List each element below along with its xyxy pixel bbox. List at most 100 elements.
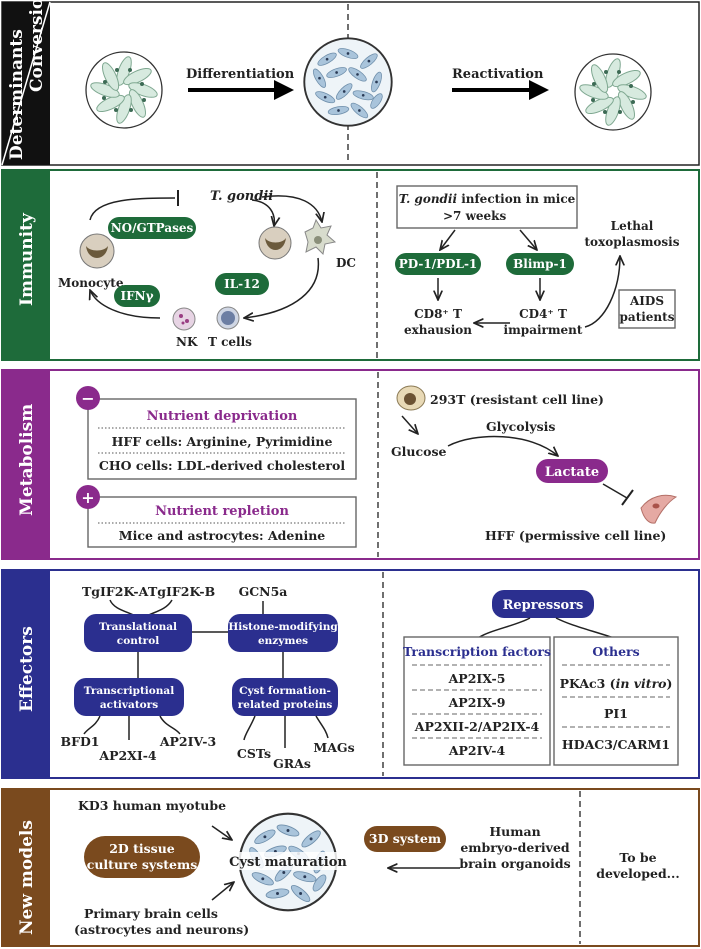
dc-label: DC bbox=[336, 256, 356, 270]
human-line3: brain organoids bbox=[459, 856, 570, 871]
nk-label: NK bbox=[176, 335, 198, 349]
arrow-tgondii-dc bbox=[261, 195, 322, 222]
minus-badge bbox=[76, 386, 100, 410]
mags-label: MAGs bbox=[313, 740, 354, 755]
metabolism-side-panel bbox=[2, 370, 50, 559]
others-item-pi1: PI1 bbox=[604, 706, 628, 721]
t-cells-label: T cells bbox=[208, 335, 252, 349]
plus-badge bbox=[76, 485, 100, 509]
plus-sign: + bbox=[81, 488, 94, 507]
arrow-primary-cyst bbox=[211, 882, 234, 901]
t-cell-icon bbox=[216, 306, 240, 330]
link-repressors bbox=[477, 617, 615, 639]
cyst-proteins-line2: related proteins bbox=[238, 699, 333, 711]
arrow-cd4-lethal bbox=[584, 256, 620, 328]
gcn5a-label: GCN5a bbox=[239, 584, 288, 599]
inhibit-lactate-hff-bar bbox=[621, 489, 634, 506]
arrow-infection-blimp bbox=[519, 229, 537, 250]
glycolysis-label: Glycolysis bbox=[486, 419, 555, 434]
conversions-row: Determinants Conversions Differentiation… bbox=[1, 0, 700, 166]
immunity-row: Immunity T. gondii NO/GTPases Monocyte D… bbox=[1, 169, 700, 361]
tbd-line1: To be bbox=[619, 850, 656, 865]
repletion-box bbox=[87, 496, 357, 548]
arrow-infection-pd1 bbox=[440, 229, 456, 250]
reactivation-label: Reactivation bbox=[452, 67, 544, 82]
deprivation-box bbox=[87, 398, 357, 480]
293t-cell-icon bbox=[396, 385, 426, 411]
tgif2kb-label: TgIF2K-B bbox=[148, 584, 215, 599]
cd8-line1: CD8⁺ T bbox=[414, 307, 462, 321]
infection-line1: T. gondii infection in mice bbox=[399, 192, 576, 206]
no-gtpases-label: NO/GTPases bbox=[111, 221, 194, 235]
histone-line2: enzymes bbox=[258, 635, 308, 647]
cho-cells-text: CHO cells: LDL-derived cholesterol bbox=[99, 458, 345, 473]
others-item-pkac3: PKAc3 (in vitro) bbox=[560, 676, 673, 691]
ap2iv3-label: AP2IV-3 bbox=[159, 734, 216, 749]
tf-item: AP2IV-4 bbox=[448, 743, 506, 758]
histone-pill bbox=[228, 614, 338, 652]
deprivation-title: Nutrient deprivation bbox=[147, 409, 298, 424]
hff-permissive-label: HFF (permissive cell line) bbox=[485, 528, 666, 543]
lethal-line1: Lethal bbox=[611, 219, 654, 233]
repletion-title: Nutrient repletion bbox=[155, 504, 289, 519]
aids-line1: AIDS bbox=[629, 294, 664, 308]
cyst-maturation-label: Cyst maturation bbox=[229, 855, 347, 870]
ifn-label: IFNγ bbox=[120, 289, 153, 303]
arrow-glucose-lactate bbox=[447, 435, 558, 456]
arrow-dc-tcells bbox=[244, 257, 320, 318]
cd8-line2: exhausion bbox=[404, 323, 472, 337]
translational-line1: Translational bbox=[99, 621, 177, 633]
monocyte-cell-icon bbox=[79, 233, 115, 269]
lactate-pill bbox=[536, 459, 608, 483]
3d-system-label: 3D system bbox=[369, 831, 441, 846]
ifn-pill bbox=[114, 285, 160, 307]
csts-label: CSTs bbox=[237, 746, 271, 761]
blimp-label: Blimp-1 bbox=[513, 257, 567, 271]
human-line2: embryo-derived bbox=[460, 840, 570, 855]
effectors-side-panel bbox=[2, 570, 50, 778]
bradyzoite-rosette-left bbox=[85, 51, 163, 129]
tissue-line1: 2D tissue bbox=[109, 841, 175, 856]
cyst-proteins-pill bbox=[232, 678, 338, 716]
hff-cells-text: HFF cells: Arginine, Pyrimidine bbox=[112, 434, 333, 449]
pd1-pill bbox=[395, 253, 481, 275]
effectors-label: Effectors bbox=[17, 626, 37, 712]
tf-item: AP2XII-2/AP2IX-4 bbox=[414, 719, 540, 734]
mice-astro-text: Mice and astrocytes: Adenine bbox=[119, 528, 326, 543]
inhibit-lactate-hff bbox=[602, 483, 628, 499]
new-models-side-panel bbox=[2, 789, 50, 946]
cyst-proteins-line1: Cyst formation- bbox=[239, 685, 331, 697]
inhibition-line-top bbox=[89, 197, 176, 221]
lethal-line2: toxoplasmosis bbox=[585, 235, 680, 249]
primary-line1: Primary brain cells bbox=[84, 906, 218, 921]
others-title: Others bbox=[592, 644, 639, 659]
minus-sign: − bbox=[81, 389, 94, 408]
transcriptional-line2: activators bbox=[100, 699, 158, 711]
dendritic-cell-icon bbox=[304, 218, 337, 256]
293t-label: 293T (resistant cell line) bbox=[430, 392, 604, 407]
transcriptional-pill bbox=[74, 678, 184, 716]
blimp-pill bbox=[506, 253, 574, 275]
bfd1-label: BFD1 bbox=[61, 734, 100, 749]
tissue-line2: culture systems bbox=[87, 857, 198, 872]
metabolism-label: Metabolism bbox=[17, 404, 37, 516]
metabolism-row: Metabolism − Nutrient deprivation HFF ce… bbox=[1, 369, 700, 560]
new-models-row: New models KD3 human myotube 2D tissue c… bbox=[1, 788, 700, 947]
aids-line2: patients bbox=[620, 310, 675, 324]
cd4-line1: CD4⁺ T bbox=[519, 307, 567, 321]
effectors-row: Effectors TgIF2K-A TgIF2K-B GCN5a Transl… bbox=[1, 569, 700, 779]
tf-title: Transcription factors bbox=[403, 644, 551, 659]
tf-item: AP2IX-9 bbox=[448, 695, 506, 710]
primary-line2: (astrocytes and neurons) bbox=[74, 922, 249, 937]
cyst-maturation-backdrop bbox=[232, 852, 344, 870]
kd3-label: KD3 human myotube bbox=[78, 798, 226, 813]
cd4-line2: impairment bbox=[504, 323, 583, 337]
others-item-hdac3: HDAC3/CARM1 bbox=[562, 737, 670, 752]
repressors-pill bbox=[492, 590, 594, 618]
3d-system-pill bbox=[364, 826, 446, 852]
link-transcriptional-targets bbox=[83, 715, 181, 740]
ap2xi4-label: AP2XI-4 bbox=[98, 748, 157, 763]
others-box bbox=[553, 636, 679, 766]
infection-line2: >7 weeks bbox=[443, 209, 506, 223]
